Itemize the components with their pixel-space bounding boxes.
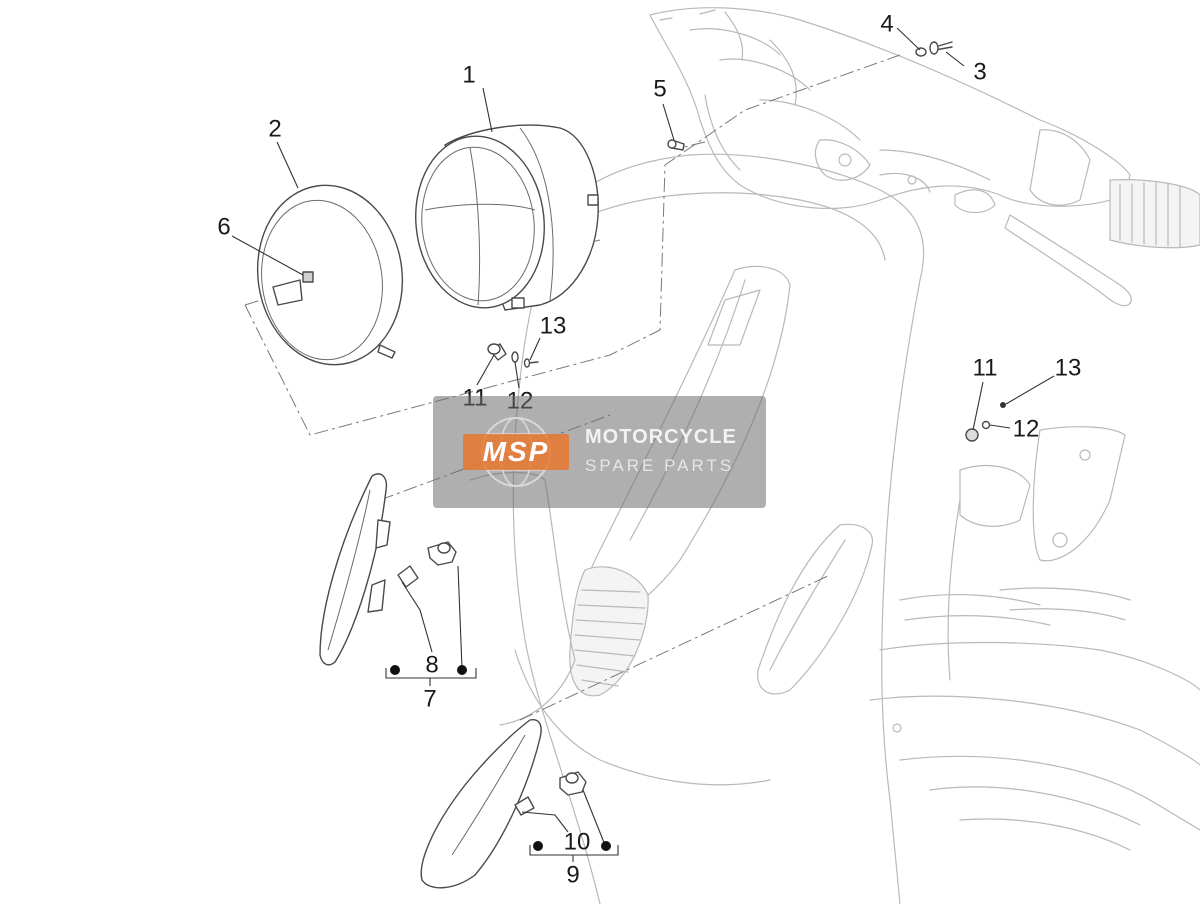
callout-5: 5 [653,75,666,102]
nut-13-right [1000,402,1006,408]
callout-1: 1 [462,61,475,88]
screw-3 [929,41,953,55]
bulb-socket-7 [427,541,457,566]
callout-7: 7 [423,685,436,712]
right-turn-indicator [420,719,542,889]
callout-13-left: 13 [540,312,567,339]
callout-11-right: 11 [973,354,998,381]
watermark: MSP MOTORCYCLE SPARE PARTS [433,396,766,508]
washer-12-right [981,420,991,430]
bulb-10 [514,796,535,816]
grommet-11-left [487,343,507,361]
bulb-socket-9 [559,771,587,796]
bulb-8 [397,565,419,588]
headlight-unit [415,124,599,311]
callout-2: 2 [268,115,281,142]
watermark-line-2: SPARE PARTS [585,456,735,475]
headlight-rim [256,184,404,366]
callout-12-right: 12 [1013,415,1040,442]
watermark-logo-text: MSP [482,436,550,467]
washer-12-left [511,351,519,363]
callout-labels: 1 2 3 4 5 6 7 8 9 10 11 12 13 11 12 13 [217,10,1081,888]
callout-3: 3 [973,58,986,85]
grommet-11-right [965,428,979,442]
callout-13-right: 13 [1055,354,1082,381]
leader-lines [231,27,1055,862]
screw-13-left [523,358,539,368]
watermark-line-1: MOTORCYCLE [585,426,737,448]
callout-9: 9 [566,861,579,888]
callout-10: 10 [564,828,591,855]
kit-dots [390,665,611,851]
left-turn-indicator [319,473,391,666]
callout-6: 6 [217,213,230,240]
washer-4 [915,47,927,57]
screw-5 [667,139,685,151]
msp-logo-icon [463,417,569,487]
scooter-body-outline [469,7,1200,904]
callout-8: 8 [425,651,438,678]
callout-4: 4 [880,10,893,37]
